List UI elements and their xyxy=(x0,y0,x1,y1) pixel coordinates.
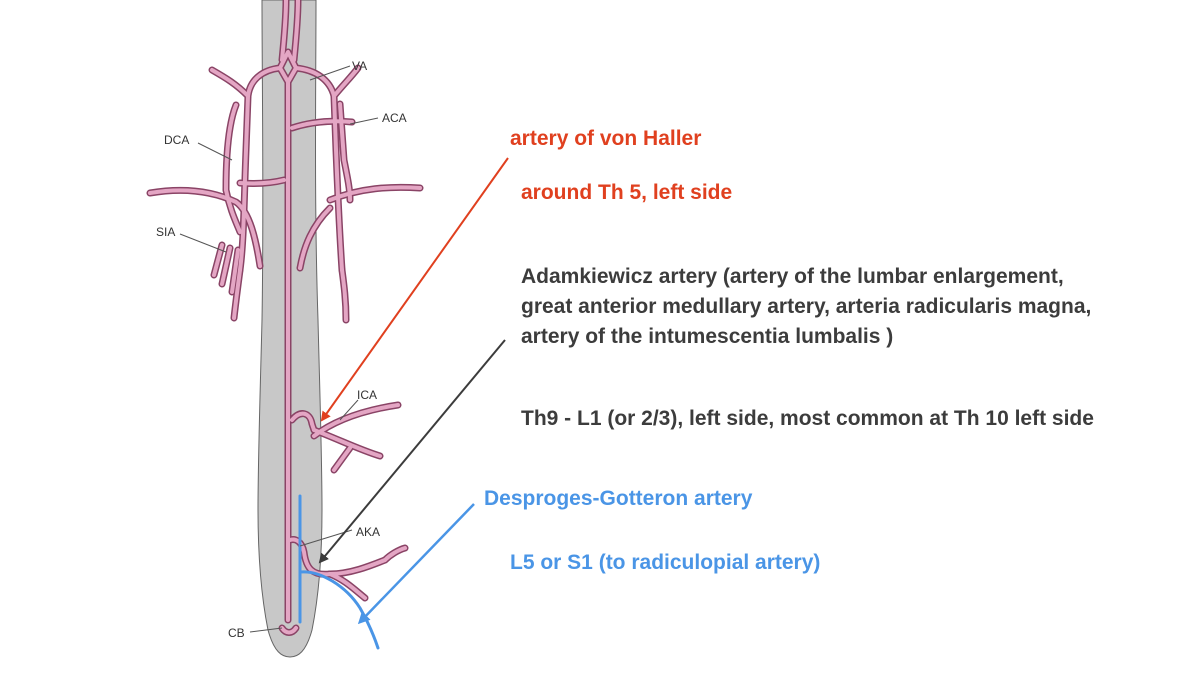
label-sia: SIA xyxy=(156,225,175,239)
adamkiewicz-line-1: Adamkiewicz artery (artery of the lumbar… xyxy=(521,265,1064,288)
von-haller-title: artery of von Haller xyxy=(510,127,702,150)
arrow-desproges xyxy=(357,503,475,625)
desproges-gotteron-artery xyxy=(298,494,380,650)
arrow-von-haller xyxy=(320,157,509,422)
von-haller-location: around Th 5, left side xyxy=(521,181,733,204)
label-ica: ICA xyxy=(357,388,377,402)
arrow-adamkiewicz xyxy=(318,339,506,564)
desproges-title: Desproges-Gotteron artery xyxy=(484,487,753,510)
label-dca: DCA xyxy=(164,133,189,147)
label-aka: AKA xyxy=(356,525,380,539)
label-va: VA xyxy=(352,59,367,73)
arterial-supply xyxy=(146,0,424,636)
adamkiewicz-line-3: artery of the intumescentia lumbalis ) xyxy=(521,325,894,348)
adamkiewicz-line-2: great anterior medullary artery, arteria… xyxy=(521,295,1092,318)
label-leaders xyxy=(179,65,379,633)
label-cb: CB xyxy=(228,626,245,640)
desproges-location: L5 or S1 (to radiculopial artery) xyxy=(510,551,821,574)
label-aca: ACA xyxy=(382,111,407,125)
adamkiewicz-location: Th9 - L1 (or 2/3), left side, most commo… xyxy=(521,407,1094,430)
